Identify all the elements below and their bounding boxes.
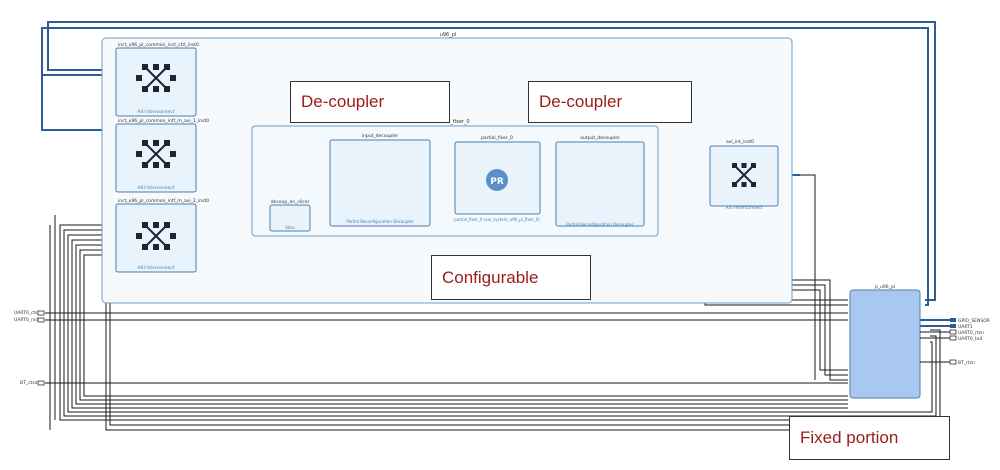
configurable-callout: Configurable <box>431 255 591 300</box>
partial-fixer-title: partial_fixer_0 <box>481 135 513 141</box>
output-decoupler-subtitle: Partial Reconfiguration Decoupler <box>566 222 634 227</box>
fixed-block-title: p_u96_pl <box>875 284 895 290</box>
interconnect-m1-title: inct_u96_pl_common_intf_m_axi_1_inst0 <box>118 118 209 124</box>
axi-int-title: axi_int_inst0 <box>726 139 754 145</box>
output-decoupler-title: output_decoupler <box>580 135 620 141</box>
partial-fixer-subtitle: partial_fixer_0 (xxi_system_u96_pl_fixer… <box>454 217 540 222</box>
axi-int-block[interactable]: axi_int_inst0 AXI Interconnect <box>709 139 779 211</box>
port-marker[interactable] <box>37 317 45 323</box>
interconnect-m2-block[interactable]: inct_u96_pl_common_intf_m_axi_2_inst0 AX… <box>115 198 209 273</box>
crossbar-icon <box>732 163 756 187</box>
fixed-portion-label: Fixed portion <box>800 428 899 447</box>
decoup-slicer-subtitle: Slice <box>285 225 295 230</box>
input-decoupler-block[interactable]: input_decoupler Partial Reconfiguration … <box>329 133 431 227</box>
crossbar-icon <box>136 222 176 250</box>
port-label: UART0_rxd <box>14 317 38 323</box>
port-marker[interactable] <box>949 335 957 341</box>
port-marker[interactable] <box>37 310 45 316</box>
interconnect-m1-block[interactable]: inct_u96_pl_common_intf_m_axi_1_inst0 AX… <box>115 118 209 193</box>
port-marker[interactable] <box>949 329 957 335</box>
port-label: GPIO_SENSOR <box>958 318 990 324</box>
interconnect-m2-subtitle: AXI Interconnect <box>137 265 175 271</box>
port-label: BT_ctsn <box>20 380 38 386</box>
right-port-wires <box>920 331 950 363</box>
interconnect-m1-subtitle: AXI Interconnect <box>137 185 175 191</box>
interconnect-m2-title: inct_u96_pl_common_intf_m_axi_2_inst0 <box>118 198 209 204</box>
output-decoupler-block[interactable]: output_decoupler Partial Reconfiguration… <box>555 135 645 227</box>
pr-badge-label: PR <box>490 177 504 187</box>
left-ports: UART0_ctsn UART0_rxd BT_ctsn <box>14 310 45 386</box>
decoupler-left-label: De-coupler <box>301 92 385 111</box>
port-label: UART1 <box>958 324 973 330</box>
interconnect-ctrl-subtitle: AXI Interconnect <box>137 109 175 115</box>
decoupler-group-title: _fixer_0 <box>449 119 469 125</box>
partial-fixer-block[interactable]: partial_fixer_0 PR partial_fixer_0 (xxi_… <box>454 135 541 222</box>
crossbar-icon <box>136 140 176 168</box>
decoupler-left-callout: De-coupler <box>290 81 450 123</box>
port-label: UART0_txd <box>958 336 982 342</box>
port-marker[interactable] <box>949 359 957 365</box>
port-label: BT_rtsn <box>958 360 975 366</box>
fixed-block[interactable]: p_u96_pl <box>849 284 921 399</box>
axi-int-subtitle: AXI Interconnect <box>725 205 763 211</box>
decoup-slicer-block[interactable]: decoup_en_slicer Slice <box>269 199 311 232</box>
port-marker[interactable] <box>37 380 45 386</box>
decoup-slicer-title: decoup_en_slicer <box>271 199 310 205</box>
container-title: u96_pl <box>440 32 457 38</box>
input-decoupler-title: input_decoupler <box>362 133 398 139</box>
crossbar-icon <box>136 64 176 92</box>
input-decoupler-subtitle: Partial Reconfiguration Decoupler <box>346 219 414 224</box>
fixed-portion-callout: Fixed portion <box>789 416 950 460</box>
port-label: UART0_ctsn <box>14 310 41 316</box>
port-marker[interactable] <box>950 324 956 328</box>
configurable-label: Configurable <box>442 267 539 287</box>
port-label: UART0_rtsn <box>958 330 984 336</box>
pr-icon <box>486 169 508 191</box>
interconnect-ctrl-title: inct_u96_pl_common_inct_ctrl_inst0 <box>118 42 199 48</box>
decoupler-right-label: De-coupler <box>539 92 623 111</box>
port-marker[interactable] <box>950 318 956 322</box>
right-ports: GPIO_SENSOR UART1 UART0_rtsn UART0_txd B… <box>949 318 990 366</box>
interconnect-ctrl-block[interactable]: inct_u96_pl_common_inct_ctrl_inst0 AXI I… <box>115 42 199 117</box>
decoupler-right-callout: De-coupler <box>528 81 692 123</box>
